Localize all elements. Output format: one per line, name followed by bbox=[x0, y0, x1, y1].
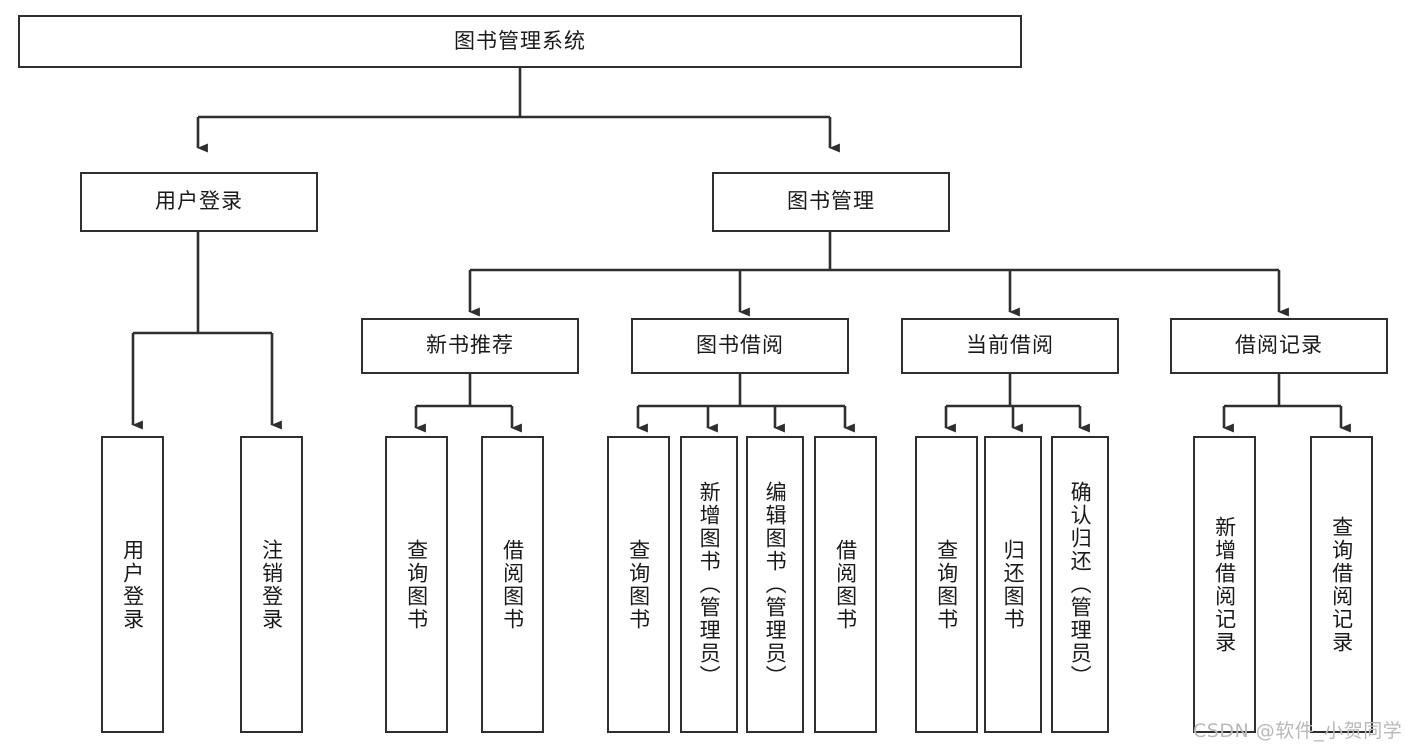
node-leaf-confirm-return-label: 确认归还（管理员） bbox=[1068, 481, 1093, 688]
node-leaf-query-book-1[interactable]: 查询图书 bbox=[385, 436, 448, 733]
node-leaf-return-book[interactable]: 归还图书 bbox=[984, 436, 1042, 733]
node-root[interactable]: 图书管理系统 bbox=[18, 15, 1022, 68]
node-book-manage-label: 图书管理 bbox=[787, 189, 875, 214]
node-leaf-user-login-label: 用户登录 bbox=[120, 538, 145, 631]
node-book-borrow-label: 图书借阅 bbox=[696, 333, 784, 358]
node-leaf-edit-book[interactable]: 编辑图书（管理员） bbox=[746, 436, 804, 733]
node-new-book-recommend[interactable]: 新书推荐 bbox=[361, 318, 579, 374]
node-leaf-user-logout-label: 注销登录 bbox=[259, 538, 284, 631]
node-book-manage[interactable]: 图书管理 bbox=[712, 172, 950, 232]
node-leaf-confirm-return[interactable]: 确认归还（管理员） bbox=[1051, 436, 1109, 733]
node-borrow-record-label: 借阅记录 bbox=[1235, 333, 1323, 358]
node-user-login[interactable]: 用户登录 bbox=[80, 172, 318, 232]
node-leaf-query-record[interactable]: 查询借阅记录 bbox=[1310, 436, 1373, 733]
node-current-borrow[interactable]: 当前借阅 bbox=[901, 318, 1119, 374]
node-current-borrow-label: 当前借阅 bbox=[966, 333, 1054, 358]
node-new-book-recommend-label: 新书推荐 bbox=[426, 333, 514, 358]
node-leaf-query-book-2[interactable]: 查询图书 bbox=[607, 436, 670, 733]
node-leaf-edit-book-label: 编辑图书（管理员） bbox=[763, 481, 788, 688]
node-leaf-borrow-book-1-label: 借阅图书 bbox=[500, 538, 525, 631]
node-leaf-query-book-3[interactable]: 查询图书 bbox=[915, 436, 978, 733]
node-leaf-add-record-label: 新增借阅记录 bbox=[1212, 515, 1237, 654]
node-leaf-add-book[interactable]: 新增图书（管理员） bbox=[680, 436, 738, 733]
node-leaf-borrow-book-2-label: 借阅图书 bbox=[833, 538, 858, 631]
node-leaf-query-book-3-label: 查询图书 bbox=[934, 538, 959, 631]
node-leaf-add-book-label: 新增图书（管理员） bbox=[697, 481, 722, 688]
node-root-label: 图书管理系统 bbox=[454, 28, 586, 53]
node-user-login-label: 用户登录 bbox=[155, 189, 243, 214]
node-leaf-query-record-label: 查询借阅记录 bbox=[1329, 515, 1354, 654]
node-leaf-query-book-1-label: 查询图书 bbox=[404, 538, 429, 631]
node-leaf-return-book-label: 归还图书 bbox=[1001, 538, 1026, 631]
node-borrow-record[interactable]: 借阅记录 bbox=[1170, 318, 1388, 374]
node-leaf-borrow-book-2[interactable]: 借阅图书 bbox=[814, 436, 877, 733]
node-leaf-user-login[interactable]: 用户登录 bbox=[101, 436, 164, 733]
watermark: CSDN @软件_小贺同学 bbox=[1193, 720, 1403, 742]
node-leaf-user-logout[interactable]: 注销登录 bbox=[240, 436, 303, 733]
node-leaf-add-record[interactable]: 新增借阅记录 bbox=[1193, 436, 1256, 733]
node-leaf-borrow-book-1[interactable]: 借阅图书 bbox=[481, 436, 544, 733]
node-book-borrow[interactable]: 图书借阅 bbox=[631, 318, 849, 374]
node-leaf-query-book-2-label: 查询图书 bbox=[626, 538, 651, 631]
